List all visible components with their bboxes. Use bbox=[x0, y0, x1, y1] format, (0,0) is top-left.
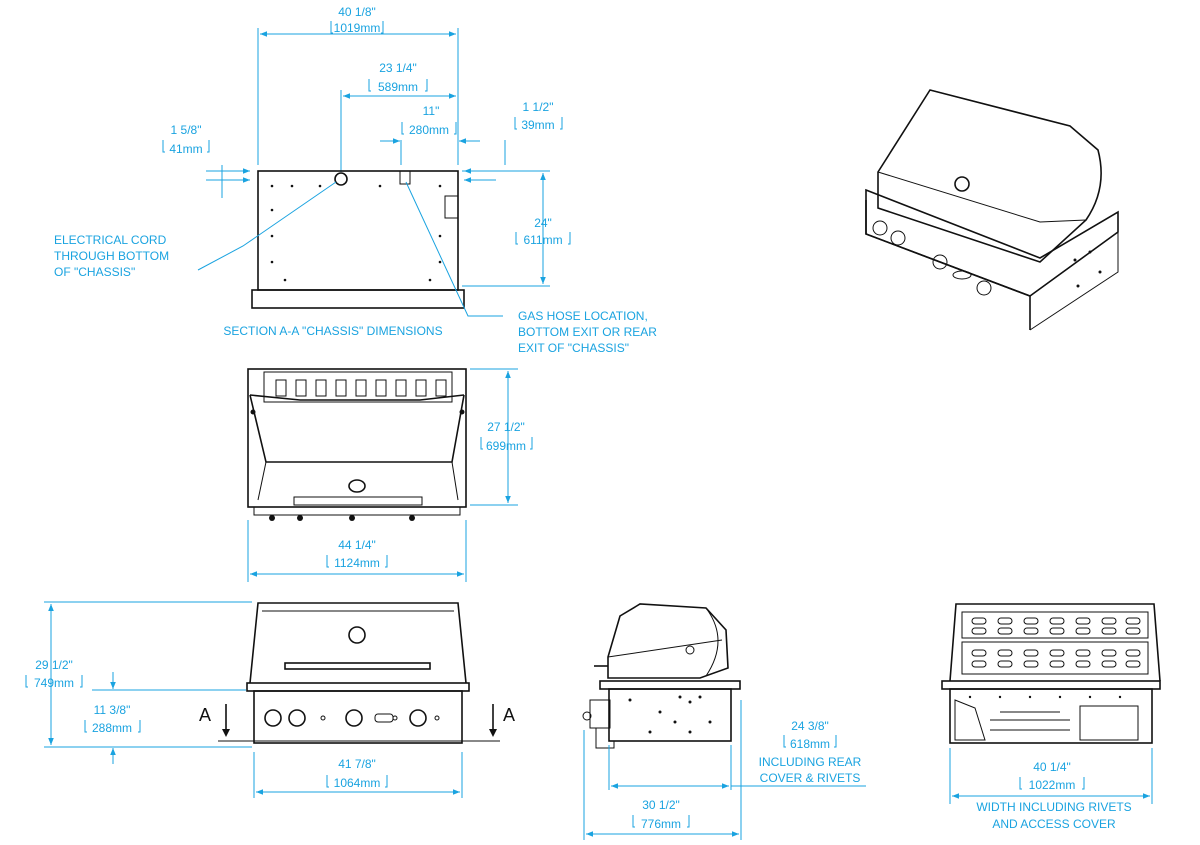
rear-note-2: AND ACCESS COVER bbox=[992, 817, 1116, 831]
chassis-section-caption: SECTION A-A "CHASSIS" DIMENSIONS bbox=[223, 324, 442, 338]
chassis-width-in: 40 1/8" bbox=[338, 5, 376, 19]
top-depth-mm: 699mm bbox=[486, 439, 526, 453]
chassis-section bbox=[197, 28, 550, 317]
rear-note-1: WIDTH INCLUDING RIVETS bbox=[976, 800, 1131, 814]
chassis-base bbox=[251, 289, 465, 309]
gas-offset-mm: 280mm bbox=[409, 123, 449, 137]
side-depth-note-2: COVER & RIVETS bbox=[760, 771, 861, 785]
gas-offset-in: 11" bbox=[423, 104, 440, 118]
top-width-mm: 1124mm bbox=[334, 556, 380, 570]
gas-note-line-3: EXIT OF "CHASSIS" bbox=[518, 341, 629, 355]
front-lower-in: 11 3/8" bbox=[94, 703, 131, 717]
top-view bbox=[247, 368, 518, 582]
rear-width-in: 40 1/4" bbox=[1033, 760, 1071, 774]
top-width-in: 44 1/4" bbox=[338, 538, 376, 552]
rear-width-mm: 1022mm bbox=[1029, 778, 1076, 792]
chassis-depth-mm: 611mm bbox=[523, 233, 562, 247]
gas-note-line-2: BOTTOM EXIT OR REAR bbox=[518, 325, 657, 339]
top-flange-mm: 41mm bbox=[169, 142, 202, 156]
rear-flange-mm: 39mm bbox=[521, 118, 554, 132]
side-depth-mm: 618mm bbox=[790, 737, 830, 751]
front-height-in: 29 1/2" bbox=[35, 658, 73, 672]
front-width-in: 41 7/8" bbox=[338, 757, 376, 771]
electrical-note-line-3: OF "CHASSIS" bbox=[54, 265, 135, 279]
side-depth-note-1: INCLUDING REAR bbox=[759, 755, 862, 769]
electrical-note-line-2: THROUGH BOTTOM bbox=[54, 249, 169, 263]
isometric-grill-illustration bbox=[865, 89, 1119, 331]
electrical-cord-hole bbox=[334, 172, 348, 186]
cord-offset-in: 23 1/4" bbox=[379, 61, 417, 75]
cord-offset-mm: 589mm bbox=[378, 80, 418, 94]
side-depth-in: 24 3/8" bbox=[791, 719, 829, 733]
rear-flange-in: 1 1/2" bbox=[523, 100, 554, 114]
top-flange-in: 1 5/8" bbox=[171, 123, 202, 137]
electrical-note-line-1: ELECTRICAL CORD bbox=[54, 233, 167, 247]
front-width-mm: 1064mm bbox=[334, 776, 381, 790]
side-overall-in: 30 1/2" bbox=[642, 798, 680, 812]
chassis-depth-in: 24" bbox=[534, 216, 552, 230]
front-height-mm: 749mm bbox=[34, 676, 74, 690]
side-view bbox=[582, 603, 866, 840]
side-overall-mm: 776mm bbox=[641, 817, 681, 831]
top-depth-in: 27 1/2" bbox=[487, 420, 525, 434]
front-view bbox=[44, 601, 500, 798]
section-mark-left: A bbox=[199, 705, 211, 725]
rear-view bbox=[941, 603, 1161, 804]
section-mark-right: A bbox=[503, 705, 515, 725]
gas-note-line-1: GAS HOSE LOCATION, bbox=[518, 309, 648, 323]
front-lower-mm: 288mm bbox=[92, 721, 132, 735]
chassis-width-mm: 1019mm bbox=[334, 21, 381, 35]
